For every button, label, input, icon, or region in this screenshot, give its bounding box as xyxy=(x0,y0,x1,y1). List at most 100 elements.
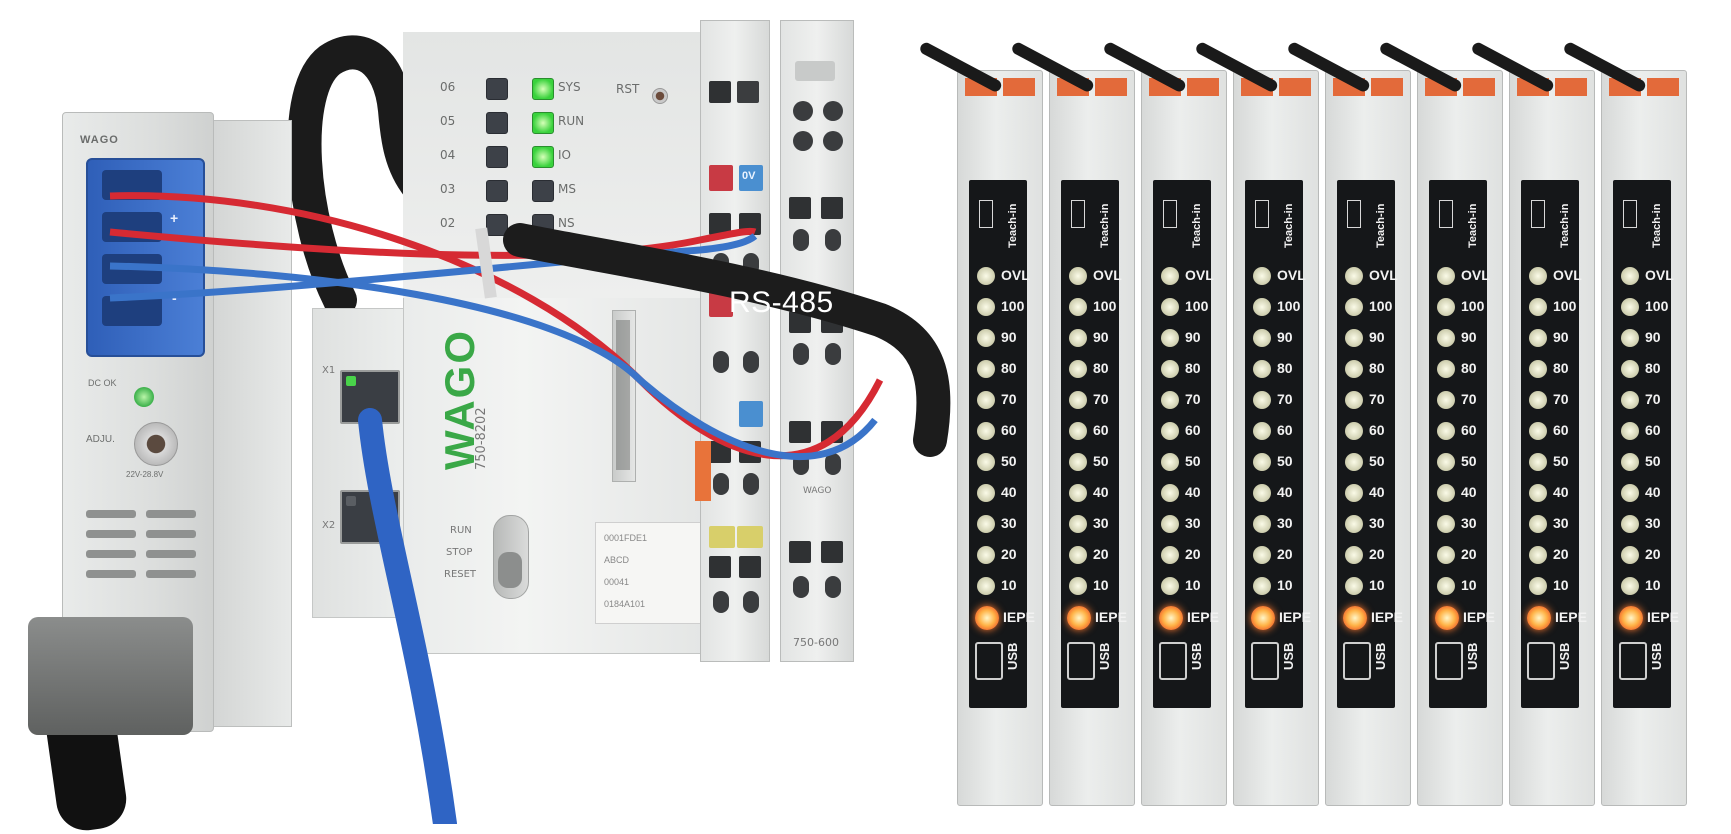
controller-led-grid: 06 SYS 05 RUN 04 IO 03 MS 02 NS xyxy=(440,78,640,248)
level-led xyxy=(1437,391,1455,409)
level-led xyxy=(977,298,995,316)
level-led xyxy=(1253,577,1271,595)
level-label: 40 xyxy=(1093,484,1109,500)
ground-tab-icon xyxy=(709,526,735,548)
ethernet-port-x1[interactable] xyxy=(340,370,400,424)
level-label: 50 xyxy=(1185,453,1201,469)
level-led xyxy=(1529,360,1547,378)
usb-port[interactable] xyxy=(1067,642,1095,680)
reset-button[interactable] xyxy=(652,88,668,104)
level-label: 10 xyxy=(1001,577,1017,593)
level-label: 20 xyxy=(1369,546,1385,562)
module-clip xyxy=(1187,78,1219,96)
level-label: 80 xyxy=(1553,360,1569,376)
iepe-led xyxy=(1435,606,1459,630)
level-led xyxy=(1345,298,1363,316)
dc-ok-label: DC OK xyxy=(88,378,117,388)
teach-in-button[interactable] xyxy=(979,200,993,228)
teach-in-button[interactable] xyxy=(1439,200,1453,228)
level-led xyxy=(1253,453,1271,471)
level-led xyxy=(1621,577,1639,595)
status-led xyxy=(486,112,508,134)
io-terminal-end: WAGO 750-600 xyxy=(780,20,854,662)
level-label: 10 xyxy=(1277,577,1293,593)
level-led xyxy=(1529,546,1547,564)
level-label: 100 xyxy=(1185,298,1209,314)
usb-port[interactable] xyxy=(1159,642,1187,680)
level-led xyxy=(1253,515,1271,533)
iepe-led xyxy=(1343,606,1367,630)
teach-in-button[interactable] xyxy=(1623,200,1637,228)
tag-0v-label: 0V xyxy=(742,170,756,182)
usb-port[interactable] xyxy=(1619,642,1647,680)
usb-port[interactable] xyxy=(975,642,1003,680)
iepe-label: IEPE xyxy=(1187,609,1219,625)
teach-in-button[interactable] xyxy=(1163,200,1177,228)
teach-in-button[interactable] xyxy=(1347,200,1361,228)
level-label: 100 xyxy=(1461,298,1485,314)
led-label-left: 06 xyxy=(440,80,456,94)
red-wire xyxy=(109,192,884,460)
voltage-adjust-knob[interactable] xyxy=(134,422,178,466)
level-label: 70 xyxy=(1369,391,1385,407)
iepe-label: IEPE xyxy=(1095,609,1127,625)
level-led xyxy=(1621,546,1639,564)
level-led xyxy=(1621,422,1639,440)
module-clip xyxy=(1003,78,1035,96)
level-label: 30 xyxy=(1461,515,1477,531)
usb-port[interactable] xyxy=(1251,642,1279,680)
level-led xyxy=(1529,267,1547,285)
port-label-x2: X2 xyxy=(322,520,336,531)
level-label: 50 xyxy=(1277,453,1293,469)
level-led xyxy=(1621,360,1639,378)
teach-in-button[interactable] xyxy=(1071,200,1085,228)
level-label: 40 xyxy=(1001,484,1017,500)
iepe-led xyxy=(1251,606,1275,630)
level-led xyxy=(1069,484,1087,502)
voltage-range-label: 22V-28.8V xyxy=(126,470,164,479)
module-clip xyxy=(1555,78,1587,96)
level-led xyxy=(977,391,995,409)
level-label: 20 xyxy=(1645,546,1661,562)
level-led xyxy=(1069,515,1087,533)
teach-in-button[interactable] xyxy=(1255,200,1269,228)
teach-in-button[interactable] xyxy=(1531,200,1545,228)
level-label: 80 xyxy=(1645,360,1661,376)
status-led-run xyxy=(532,112,554,134)
level-label: 40 xyxy=(1277,484,1293,500)
usb-port[interactable] xyxy=(1343,642,1371,680)
module-clip xyxy=(1463,78,1495,96)
module-clip xyxy=(1647,78,1679,96)
level-led xyxy=(1529,422,1547,440)
level-led xyxy=(1253,360,1271,378)
level-label: OVL xyxy=(1645,267,1674,283)
usb-port[interactable] xyxy=(1435,642,1463,680)
power-supply-vents xyxy=(78,500,208,590)
level-led xyxy=(1161,329,1179,347)
cable-tie xyxy=(475,227,497,299)
level-led xyxy=(1345,267,1363,285)
level-label: 30 xyxy=(1369,515,1385,531)
level-label: 40 xyxy=(1461,484,1477,500)
level-label: 70 xyxy=(1185,391,1201,407)
level-label: 10 xyxy=(1369,577,1385,593)
sticker-line: ABCD xyxy=(604,555,630,565)
usb-port[interactable] xyxy=(1527,642,1555,680)
mode-switch[interactable] xyxy=(498,552,522,588)
iepe-label: IEPE xyxy=(1003,609,1035,625)
led-label-sys: SYS xyxy=(558,80,581,94)
level-led xyxy=(1069,422,1087,440)
level-label: 90 xyxy=(1461,329,1477,345)
level-label: 50 xyxy=(1645,453,1661,469)
memory-card-slot[interactable] xyxy=(612,310,636,482)
level-led xyxy=(977,484,995,502)
level-label: 20 xyxy=(1001,546,1017,562)
level-led xyxy=(1345,577,1363,595)
level-label: 10 xyxy=(1093,577,1109,593)
level-label: 40 xyxy=(1645,484,1661,500)
level-led xyxy=(1253,422,1271,440)
level-label: 60 xyxy=(1277,422,1293,438)
